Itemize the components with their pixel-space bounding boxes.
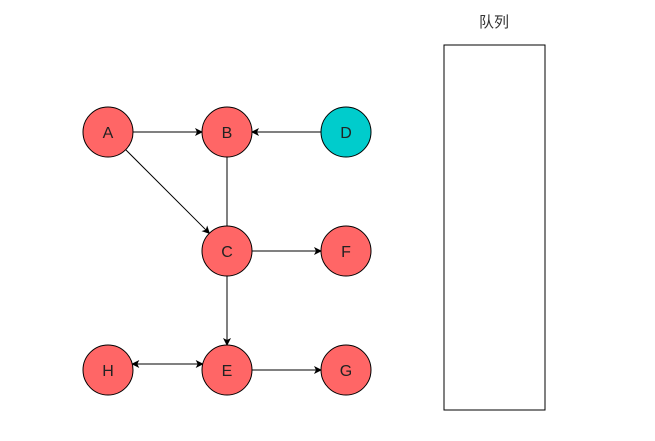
nodes-layer: A B D C F H E G [82, 106, 372, 396]
node-label: F [341, 244, 351, 261]
node-circle [320, 344, 372, 396]
node-f: F [320, 225, 372, 277]
node-circle [201, 225, 253, 277]
node-label: H [102, 363, 114, 380]
edge-a-c [125, 149, 211, 235]
node-a: A [82, 106, 134, 158]
node-circle [320, 106, 372, 158]
node-c: C [201, 225, 253, 277]
node-g: G [320, 344, 372, 396]
node-circle [201, 106, 253, 158]
node-label: D [340, 125, 352, 142]
node-label: C [221, 244, 233, 261]
node-label: G [340, 363, 352, 380]
node-label: E [222, 363, 233, 380]
node-label: B [222, 125, 233, 142]
node-circle [201, 344, 253, 396]
node-e: E [201, 344, 253, 396]
queue-title: 队列 [479, 13, 509, 31]
node-b: B [201, 106, 253, 158]
node-label: A [103, 125, 114, 142]
node-circle [82, 106, 134, 158]
node-circle [82, 344, 134, 396]
node-h: H [82, 344, 134, 396]
node-circle [320, 225, 372, 277]
node-d: D [320, 106, 372, 158]
queue-box [443, 44, 546, 411]
edges-layer [125, 128, 322, 374]
